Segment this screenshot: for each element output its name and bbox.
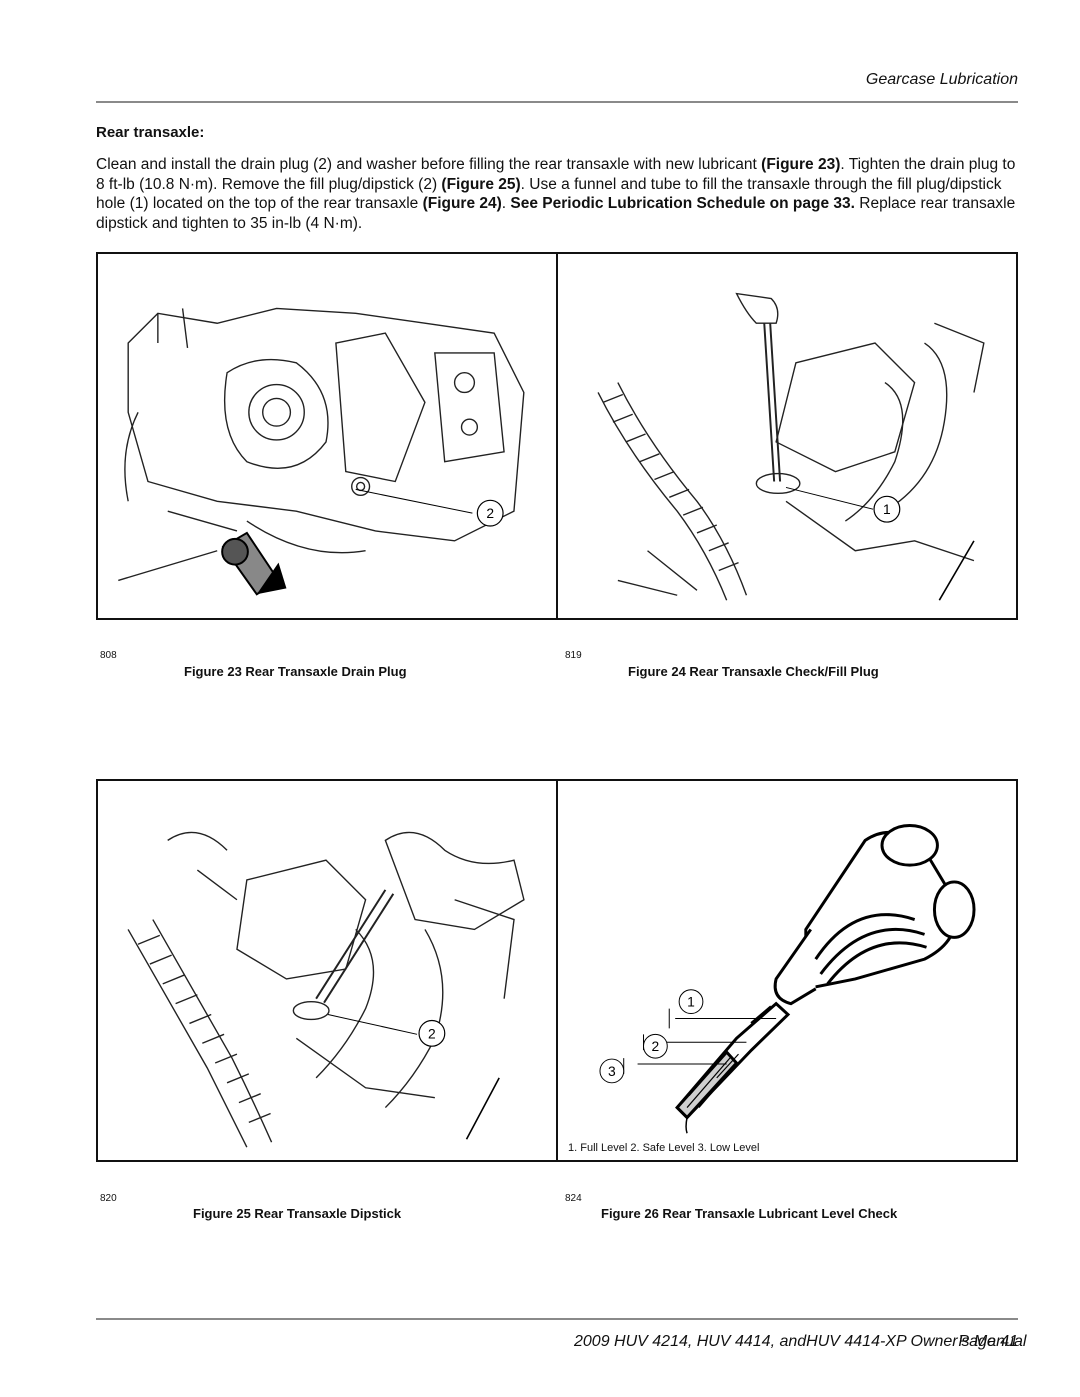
callout-2: 2 xyxy=(428,1025,436,1041)
page-header-title: Gearcase Lubrication xyxy=(865,71,1018,88)
figure-24-caption: Figure 24 Rear Transaxle Check/Fill Plug xyxy=(628,664,879,679)
paragraph-bold-run: See Periodic Lubrication Schedule on pag… xyxy=(510,195,855,212)
callout-2: 2 xyxy=(652,1038,660,1054)
figure-24-check-fill-plug-illustration: 1 xyxy=(556,252,1018,620)
section-heading: Rear transaxle: xyxy=(96,124,205,141)
paragraph-bold-run: (Figure 23) xyxy=(761,156,841,173)
callout-1: 1 xyxy=(883,501,891,517)
figure-24-image-number: 819 xyxy=(565,650,582,661)
figure-26-caption: Figure 26 Rear Transaxle Lubricant Level… xyxy=(601,1206,898,1221)
figure-26-level-check-illustration: 1 2 3 1. Full Level 2. Safe Level 3. Low… xyxy=(556,779,1018,1162)
paragraph-text-run: Clean and install the drain plug (2) and… xyxy=(96,156,762,173)
footer-rule xyxy=(96,1318,1018,1320)
figure-23-image-number: 808 xyxy=(100,650,117,661)
paragraph-text-run: . xyxy=(501,195,511,212)
figure-26-image-number: 824 xyxy=(565,1193,582,1204)
figure-25-image-number: 820 xyxy=(100,1193,117,1204)
header-rule xyxy=(96,101,1018,103)
page-number: Page 41 xyxy=(958,1333,1018,1350)
body-paragraph: Clean and install the drain plug (2) and… xyxy=(96,155,1021,233)
figure-23-drain-plug-illustration: 2 xyxy=(96,252,558,620)
paragraph-bold-run: (Figure 24) xyxy=(422,195,502,212)
footer-manual-title: 2009 HUV 4214, HUV 4414, andHUV 4414-XP … xyxy=(574,1333,1027,1350)
figure-25-caption: Figure 25 Rear Transaxle Dipstick xyxy=(193,1206,402,1221)
figure-26-legend: 1. Full Level 2. Safe Level 3. Low Level xyxy=(568,1142,760,1154)
callout-1: 1 xyxy=(687,994,695,1010)
paragraph-text-run: . Tighten the drain plug to 8 ft-lb (10.… xyxy=(96,156,1016,193)
paragraph-text-run: . Use a funnel and tube to fill the tran… xyxy=(96,175,1002,213)
paragraph-text-run: Replace rear transaxle dipstick and tigh… xyxy=(96,195,1016,232)
paragraph-bold-run: (Figure 25) xyxy=(441,175,521,193)
figure-23-caption: Figure 23 Rear Transaxle Drain Plug xyxy=(184,664,407,679)
callout-3: 3 xyxy=(608,1063,616,1079)
figure-25-dipstick-illustration: 2 xyxy=(96,779,558,1162)
